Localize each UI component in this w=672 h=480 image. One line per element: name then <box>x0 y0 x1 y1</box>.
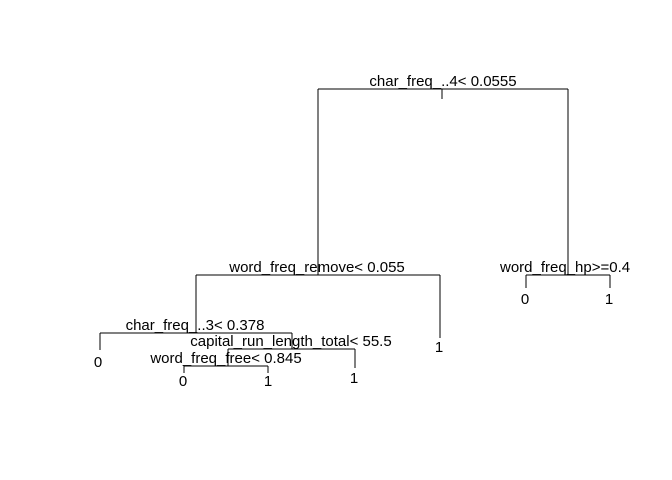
leaf-labels: 0 0 1 1 1 0 1 <box>94 291 613 390</box>
leaf-label: 0 <box>179 373 187 390</box>
split-label-capital-run-length: capital_run_length_total< 55.5 <box>190 333 391 350</box>
split-label-char-freq-3: char_freq_..3< 0.378 <box>126 317 265 334</box>
tree-edges <box>99 88 611 373</box>
leaf-label: 0 <box>521 291 529 308</box>
split-label-word-freq-remove: word_freq_remove< 0.055 <box>228 259 405 276</box>
leaf-label: 1 <box>264 373 272 390</box>
split-label-root: char_freq_..4< 0.0555 <box>369 73 516 90</box>
leaf-label: 0 <box>94 354 102 371</box>
split-labels: char_freq_..4< 0.0555 word_freq_remove< … <box>126 73 631 367</box>
leaf-label: 1 <box>350 370 358 387</box>
leaf-label: 1 <box>605 291 613 308</box>
split-label-word-freq-hp: word_freq_hp>=0.4 <box>499 259 630 276</box>
split-label-word-freq-free: word_freq_free< 0.845 <box>149 350 301 367</box>
leaf-label: 1 <box>435 339 443 356</box>
